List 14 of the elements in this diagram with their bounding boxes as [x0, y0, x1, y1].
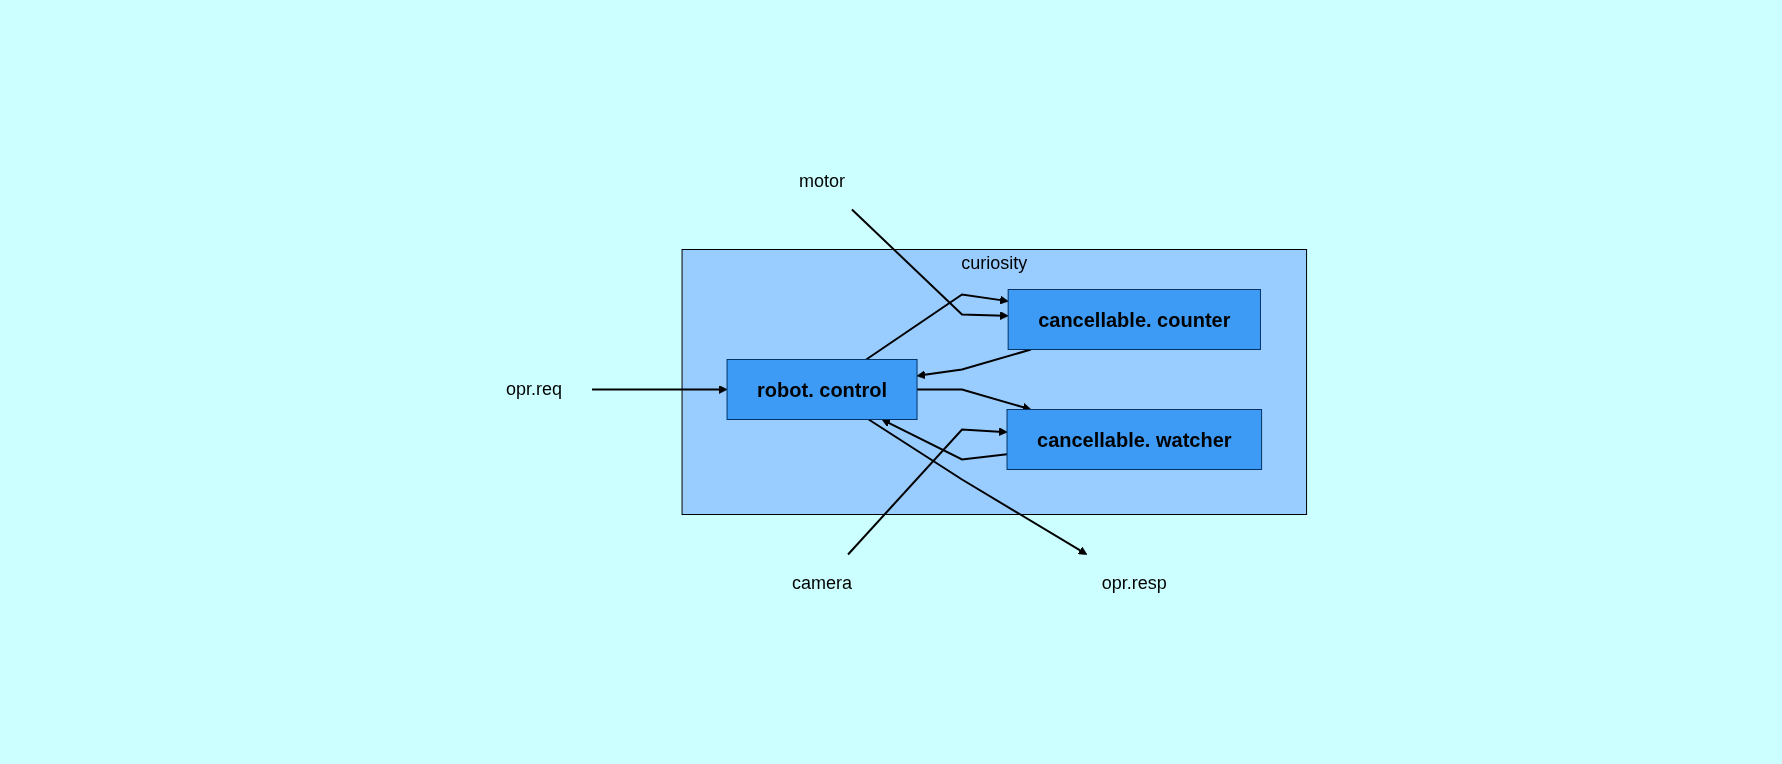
- arrow: [864, 293, 1009, 361]
- node-box: cancellable. watcher: [1006, 409, 1262, 470]
- arrow: [590, 385, 728, 394]
- arrow: [881, 419, 1008, 461]
- node-box: robot. control: [726, 359, 918, 420]
- node-text: opr.resp: [1101, 572, 1167, 593]
- node-text: opr.req: [505, 379, 562, 399]
- node-text: motor: [798, 170, 845, 191]
- arrow: [867, 418, 1087, 555]
- node-box: cancellable. counter: [1007, 289, 1261, 350]
- arrow: [846, 427, 1008, 556]
- node-text: camera: [791, 572, 852, 593]
- arrow: [916, 348, 1032, 380]
- arrow: [850, 208, 1009, 320]
